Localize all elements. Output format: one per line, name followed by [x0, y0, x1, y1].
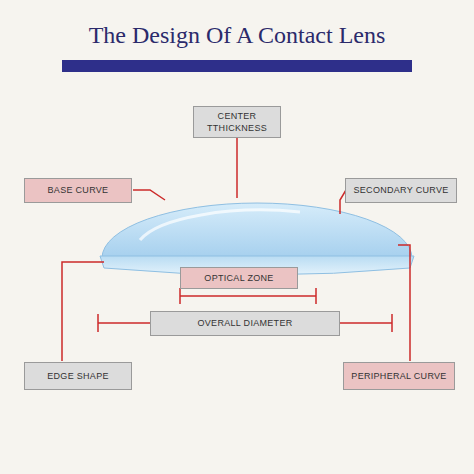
label-box: OVERALL DIAMETER	[150, 311, 340, 336]
part-label: OVERALL DIAMETER	[198, 317, 293, 329]
label-box: BASE CURVE	[24, 178, 132, 203]
label-box: PERIPHERAL CURVE	[343, 362, 455, 390]
part-label: OPTICAL ZONE	[204, 272, 273, 284]
leader-lines	[62, 138, 410, 361]
lens-dome	[102, 203, 412, 258]
label-box: CENTER TTHICKNESS	[193, 106, 281, 138]
page-title: The Design Of A Contact Lens	[0, 22, 474, 49]
part-label: SECONDARY CURVE	[353, 184, 448, 196]
label-box: EDGE SHAPE	[24, 362, 132, 390]
lens-highlight	[140, 210, 300, 240]
part-label: PERIPHERAL CURVE	[351, 370, 446, 382]
part-label: EDGE SHAPE	[47, 370, 109, 382]
part-label: CENTER TTHICKNESS	[207, 110, 267, 134]
part-label: BASE CURVE	[48, 184, 109, 196]
title-bar	[62, 60, 412, 72]
label-box: OPTICAL ZONE	[180, 267, 298, 289]
label-box: SECONDARY CURVE	[345, 178, 457, 203]
